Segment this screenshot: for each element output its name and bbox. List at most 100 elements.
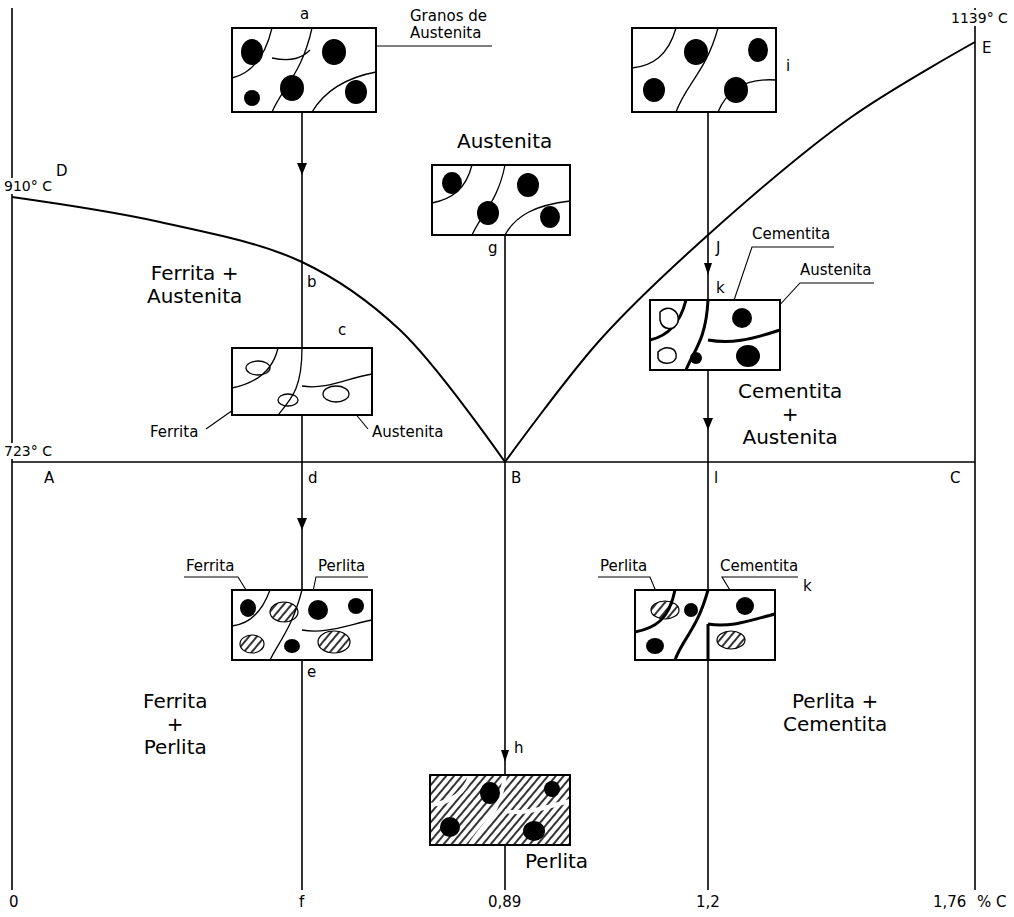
austenite-micrograph (442, 172, 462, 194)
ferrite-austenite-micrograph (232, 348, 372, 415)
ferrite-austenite-micrograph (232, 348, 372, 415)
austenite-micrograph (643, 78, 665, 102)
callout-label: Perlita (600, 558, 647, 575)
ferrite-pearlite-micrograph (240, 635, 264, 653)
cooling-path-line (504, 845, 506, 890)
pearlite-cementite-micrograph (635, 590, 775, 660)
pearlite-micrograph (430, 775, 570, 845)
axis-lines (974, 8, 976, 890)
phase-label: Austenita (457, 130, 552, 153)
austenite-micrograph (232, 28, 376, 112)
point-letter: c (338, 322, 346, 339)
pearlite-micrograph (523, 821, 545, 841)
austenite-micrograph (632, 28, 776, 112)
axis-label: 0 (9, 894, 19, 911)
pearlite-cementite-micrograph (684, 603, 698, 617)
austenite-micrograph (632, 28, 776, 112)
point-letter: J (716, 240, 720, 257)
austenite-micrograph (345, 80, 367, 104)
point-letter: k (803, 578, 812, 595)
austenite-micrograph (432, 165, 570, 235)
pearlite-cementite-micrograph (635, 590, 775, 660)
callout-label: Ferrita (186, 558, 234, 575)
phase-label: Perlita (525, 850, 588, 873)
pearlite-micrograph (430, 775, 570, 845)
phase-label: Ferrita + Austenita (147, 262, 242, 308)
cooling-path-line (707, 660, 709, 890)
ferrite-austenite-micrograph (323, 386, 349, 402)
ferrite-austenite-micrograph (278, 394, 298, 406)
phase-label: Cementita + Austenita (738, 380, 842, 449)
arrow-head (703, 418, 713, 430)
arrow-head (297, 163, 307, 175)
point-letter: k (716, 280, 725, 297)
austenite-micrograph (232, 28, 376, 112)
ferrite-austenite-micrograph (246, 361, 270, 375)
cooling-path-line (504, 235, 506, 775)
axis-label: 0,89 (488, 894, 521, 911)
pearlite-cementite-micrograph (635, 590, 775, 660)
austenite-micrograph (241, 39, 263, 65)
point-letter: i (786, 58, 790, 75)
point-letter: C (950, 470, 960, 487)
pearlite-cementite-micrograph (646, 638, 664, 654)
point-letter: h (514, 740, 524, 757)
austenite-micrograph (244, 90, 260, 106)
point-letter: A (44, 470, 54, 487)
point-letter: B (511, 470, 521, 487)
cementite-austenite-micrograph (732, 308, 752, 328)
ferrite-pearlite-micrograph (232, 590, 372, 660)
callout-label: Cementita (720, 558, 798, 575)
cementite-austenite-micrograph (650, 300, 780, 370)
ferrite-austenite-micrograph (232, 348, 372, 415)
ferrite-pearlite-micrograph (240, 599, 256, 617)
cooling-path-line (301, 415, 303, 590)
pearlite-micrograph (440, 817, 460, 837)
cementite-austenite-micrograph (650, 300, 780, 370)
austenite-micrograph (477, 201, 499, 225)
axis-label: 1,76 (933, 894, 966, 911)
callout-label: Granos de Austenita (410, 8, 506, 43)
cementite-austenite-micrograph (658, 348, 676, 364)
cooling-path-line (301, 660, 303, 890)
point-letter: l (714, 470, 718, 487)
axis-label: 1,2 (696, 894, 720, 911)
phase-boundaries (12, 42, 975, 462)
austenite-micrograph (724, 77, 748, 103)
temperature-label: 723° C (2, 443, 54, 459)
point-letter: D (56, 163, 68, 180)
pearlite-cementite-micrograph (717, 631, 745, 649)
austenite-micrograph (322, 39, 346, 65)
phase-boundary (12, 197, 505, 462)
ferrite-pearlite-micrograph (318, 631, 350, 653)
cooling-path-line (302, 112, 708, 890)
phase-label: Perlita + Cementita (783, 690, 887, 736)
austenite-micrograph (748, 38, 768, 62)
callout-label: Ferrita (150, 424, 198, 441)
austenite-micrograph (684, 39, 708, 65)
ferrite-pearlite-micrograph (308, 600, 328, 620)
point-letter: d (308, 470, 318, 487)
ferrite-pearlite-micrograph (270, 602, 298, 622)
pearlite-micrograph (480, 782, 500, 804)
cementite-austenite-micrograph (690, 352, 702, 364)
ferrite-pearlite-micrograph (284, 639, 300, 653)
pearlite-micrograph (430, 775, 570, 845)
temperature-label: 1139° C (949, 10, 1010, 26)
temperature-label: 910° C (2, 178, 54, 194)
callout-label: Perlita (318, 558, 365, 575)
austenite-micrograph (432, 165, 570, 235)
cementite-austenite-micrograph (660, 308, 678, 328)
cementite-austenite-micrograph (650, 300, 780, 370)
austenite-micrograph (280, 75, 304, 101)
point-letter: E (982, 40, 991, 57)
austenite-micrograph (232, 28, 376, 112)
callout-label: Austenita (800, 262, 871, 279)
pearlite-micrograph (430, 775, 570, 845)
arrow-head (297, 163, 713, 762)
callout-label: Austenita (372, 424, 443, 441)
axis-label: f (299, 894, 304, 911)
austenite-micrograph (517, 173, 539, 197)
